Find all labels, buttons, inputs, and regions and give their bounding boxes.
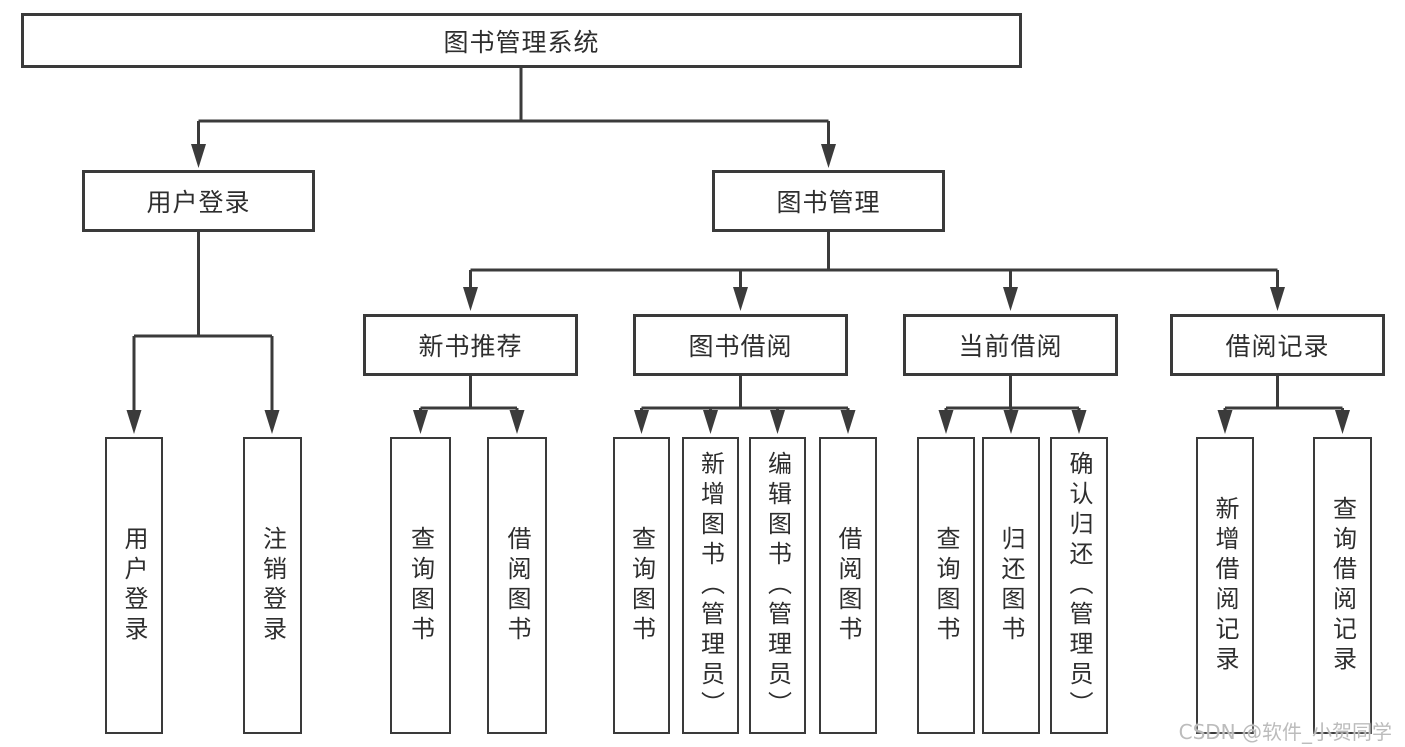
leaf-borrow-add-book-admin: 新增图书（管理员） (682, 437, 739, 734)
node-current-borrow: 当前借阅 (903, 314, 1118, 376)
node-new-book-recommend: 新书推荐 (363, 314, 578, 376)
leaf-record-add-record: 新增借阅记录 (1196, 437, 1254, 734)
connector-segments (132, 68, 1344, 414)
leaf-record-query-record: 查询借阅记录 (1313, 437, 1372, 734)
leaf-current-query-book: 查询图书 (917, 437, 975, 734)
leaf-user-login: 用户登录 (105, 437, 163, 734)
leaf-current-return-book: 归还图书 (982, 437, 1040, 734)
node-book-management: 图书管理 (712, 170, 945, 232)
node-borrow-record: 借阅记录 (1170, 314, 1385, 376)
leaf-current-confirm-return-admin: 确认归还（管理员） (1050, 437, 1108, 734)
watermark: CSDN @软件_小贺同学 (1178, 720, 1392, 744)
leaf-newbook-query-book: 查询图书 (390, 437, 451, 734)
leaf-borrow-query-book: 查询图书 (613, 437, 670, 734)
leaf-borrow-edit-book-admin: 编辑图书（管理员） (749, 437, 806, 734)
node-root: 图书管理系统 (21, 13, 1022, 68)
node-book-borrow: 图书借阅 (633, 314, 848, 376)
arrowhead-icons (126, 144, 1350, 434)
leaf-borrow-borrow-book: 借阅图书 (819, 437, 877, 734)
leaf-newbook-borrow-book: 借阅图书 (487, 437, 547, 734)
leaf-logout: 注销登录 (243, 437, 302, 734)
node-user-login: 用户登录 (82, 170, 315, 232)
